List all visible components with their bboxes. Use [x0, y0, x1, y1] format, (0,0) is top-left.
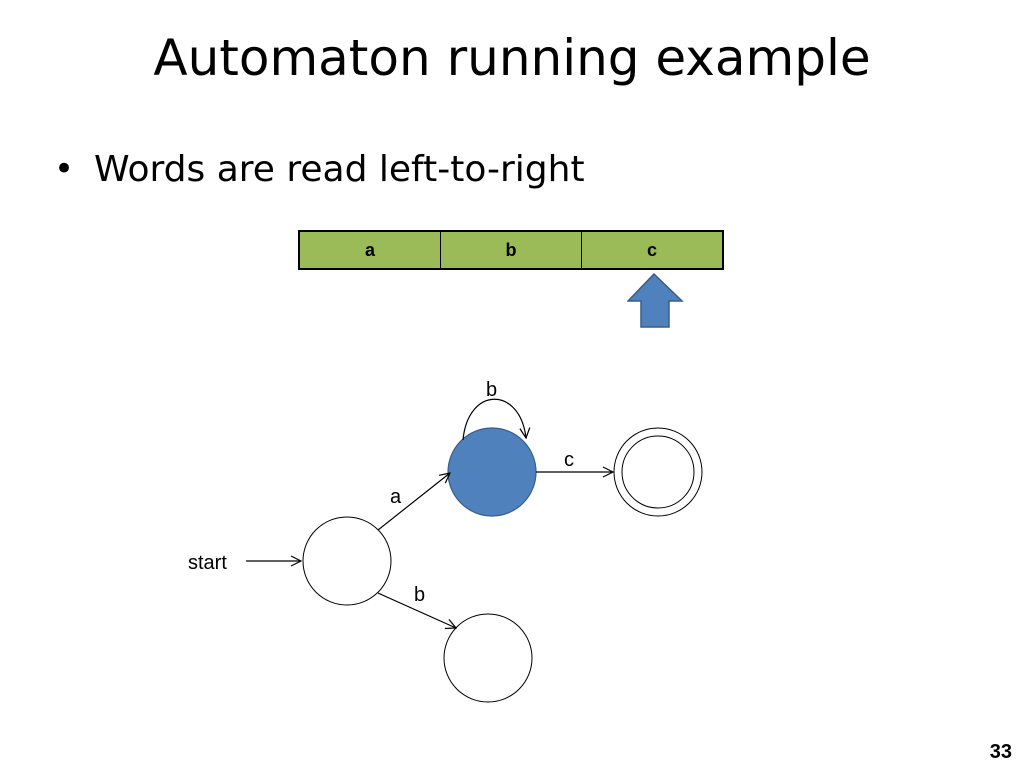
- bullet-text: Words are read left-to-right: [94, 148, 585, 190]
- accept-state-inner: [621, 435, 695, 509]
- page-number: 33: [989, 741, 1012, 763]
- transition-c-label: c: [564, 449, 574, 471]
- transition-b-label: b: [414, 584, 425, 606]
- transition-b-edge: [377, 592, 456, 628]
- tape-cell-3: c: [582, 232, 722, 268]
- start-label: start: [188, 552, 227, 574]
- slide-title: Automaton running example: [153, 29, 871, 87]
- bullet-dot-icon: •: [54, 149, 75, 189]
- tape-cell-1: a: [300, 232, 441, 268]
- start-state: [302, 516, 392, 606]
- self-loop-b-edge: [462, 398, 526, 441]
- self-loop-b-label: b: [486, 379, 497, 401]
- transition-a-edge: [377, 473, 450, 531]
- read-head-arrow-icon: [627, 273, 684, 328]
- input-tape: a b c: [298, 230, 724, 270]
- dead-state: [443, 613, 533, 703]
- tape-cell-2: b: [441, 232, 582, 268]
- active-state: [447, 427, 537, 517]
- transition-a-label: a: [390, 486, 402, 508]
- bullet-item: • Words are read left-to-right: [54, 146, 585, 192]
